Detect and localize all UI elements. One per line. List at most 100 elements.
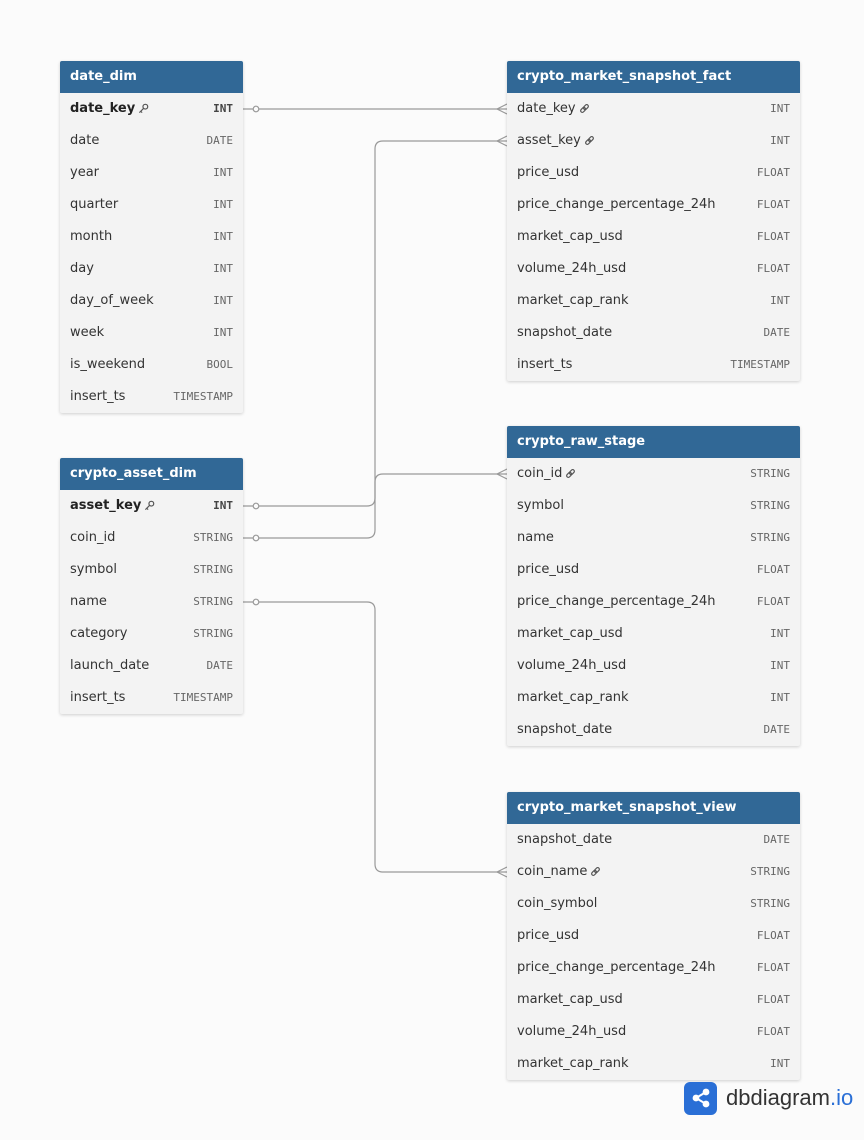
many-end-marker	[496, 103, 508, 115]
field-name: name	[517, 530, 554, 545]
table-header[interactable]: crypto_market_snapshot_fact	[507, 61, 800, 93]
field-type: INT	[213, 294, 233, 307]
brand-name-suffix: .io	[829, 1085, 854, 1110]
relationship-line-2[interactable]	[243, 473, 507, 539]
field-name: market_cap_usd	[517, 626, 623, 641]
field-type: DATE	[763, 833, 791, 846]
field-row[interactable]: insert_ts TIMESTAMP	[60, 381, 243, 413]
field-type: INT	[213, 499, 233, 512]
field-type: FLOAT	[756, 198, 790, 211]
relationship-line-3[interactable]	[243, 601, 507, 873]
field-name: volume_24h_usd	[517, 1024, 627, 1039]
field-name: price_usd	[517, 928, 580, 943]
field-row[interactable]: is_weekend BOOL	[60, 349, 243, 381]
key-icon	[144, 500, 155, 511]
field-name: date_key	[517, 101, 576, 116]
field-name: week	[70, 325, 105, 340]
field-name: name	[70, 594, 107, 609]
field-name: market_cap_usd	[517, 229, 623, 244]
field-name: is_weekend	[70, 357, 146, 372]
field-name: market_cap_rank	[517, 1056, 629, 1071]
field-type: DATE	[763, 723, 791, 736]
field-row[interactable]: price_change_percentage_24h FLOAT	[507, 189, 800, 221]
field-row[interactable]: date_key INT	[507, 93, 800, 125]
field-type: TIMESTAMP	[173, 390, 233, 403]
one-end-marker	[252, 105, 260, 113]
brand-name: dbdiagram.io	[726, 1085, 853, 1111]
field-type: INT	[770, 102, 790, 115]
field-name: date_key	[70, 101, 136, 116]
relationship-line-1[interactable]	[243, 140, 507, 507]
field-row[interactable]: market_cap_rank INT	[507, 1048, 800, 1080]
field-type: DATE	[206, 134, 234, 147]
field-name: insert_ts	[70, 389, 126, 404]
link-icon	[579, 103, 590, 114]
table-header[interactable]: crypto_raw_stage	[507, 426, 800, 458]
field-row[interactable]: date DATE	[60, 125, 243, 157]
field-name: market_cap_usd	[517, 992, 623, 1007]
field-type: INT	[770, 1057, 790, 1070]
field-type: STRING	[750, 897, 790, 910]
field-type: INT	[770, 294, 790, 307]
field-type: INT	[213, 230, 233, 243]
brand-name-main: dbdiagram	[726, 1085, 830, 1110]
field-type: FLOAT	[756, 595, 790, 608]
field-name: date	[70, 133, 100, 148]
field-name: price_change_percentage_24h	[517, 197, 716, 212]
brand-watermark[interactable]: dbdiagram.io	[684, 1081, 853, 1115]
field-name: coin_name	[517, 864, 588, 879]
table-header[interactable]: date_dim	[60, 61, 243, 93]
field-name: coin_id	[517, 466, 563, 481]
one-end-marker	[252, 598, 260, 606]
table-header[interactable]: crypto_market_snapshot_view	[507, 792, 800, 824]
field-type: BOOL	[206, 358, 234, 371]
field-type: DATE	[206, 659, 234, 672]
field-name: coin_id	[70, 530, 116, 545]
table-header[interactable]: crypto_asset_dim	[60, 458, 243, 490]
field-name: asset_key	[517, 133, 581, 148]
